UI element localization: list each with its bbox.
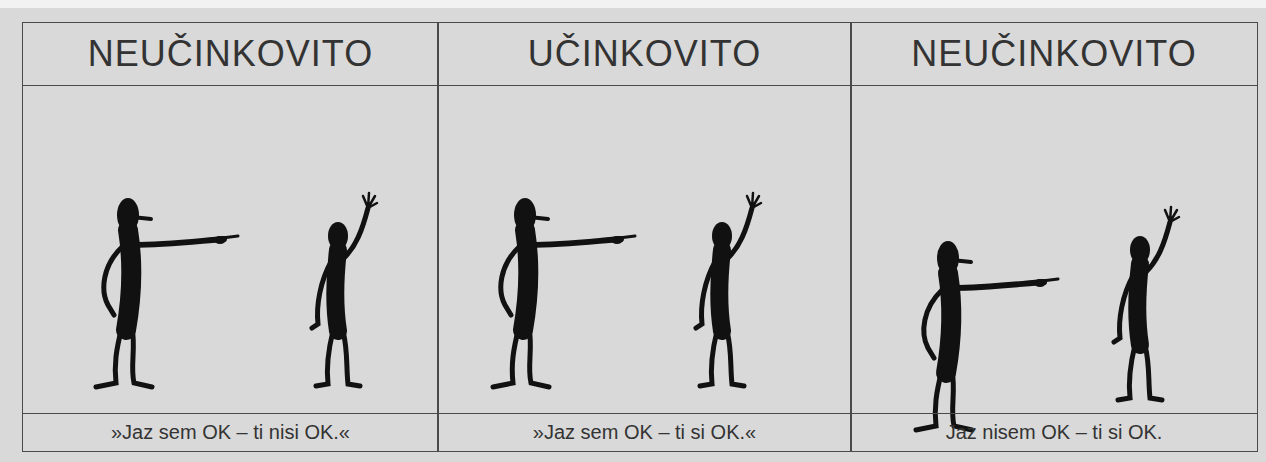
panel-heading-row: UČINKOVITO — [438, 23, 851, 86]
panel-heading-row: NEUČINKOVITO — [851, 23, 1257, 86]
panel-caption: Jaz nisem OK – ti si OK. — [946, 421, 1163, 444]
panel-heading-row: NEUČINKOVITO — [23, 23, 438, 86]
panel-cell: NEUČINKOVITO »Jaz sem OK – ti nisi OK.« — [22, 22, 439, 452]
panel-heading: UČINKOVITO — [528, 33, 761, 75]
waving-figure — [696, 193, 761, 386]
waving-figure — [1114, 207, 1179, 400]
panel-heading: NEUČINKOVITO — [88, 33, 373, 75]
panel-heading: NEUČINKOVITO — [911, 33, 1196, 75]
panel-caption: »Jaz sem OK – ti si OK.« — [533, 421, 756, 444]
panel-caption: »Jaz sem OK – ti nisi OK.« — [111, 421, 350, 444]
pointing-figure — [916, 241, 1058, 430]
pointing-figure — [96, 198, 238, 387]
top-strip — [0, 0, 1266, 8]
panel-cell: NEUČINKOVITO Jaz nisem OK – ti si OK. — [850, 22, 1258, 452]
waving-figure — [312, 193, 377, 386]
panel-caption-row: »Jaz sem OK – ti nisi OK.« — [23, 413, 438, 451]
panel-cell: UČINKOVITO »Jaz sem OK – ti si OK.« — [437, 22, 852, 452]
panel-caption-row: Jaz nisem OK – ti si OK. — [851, 413, 1257, 451]
pointing-figure — [493, 198, 635, 387]
panel-caption-row: »Jaz sem OK – ti si OK.« — [438, 413, 851, 451]
